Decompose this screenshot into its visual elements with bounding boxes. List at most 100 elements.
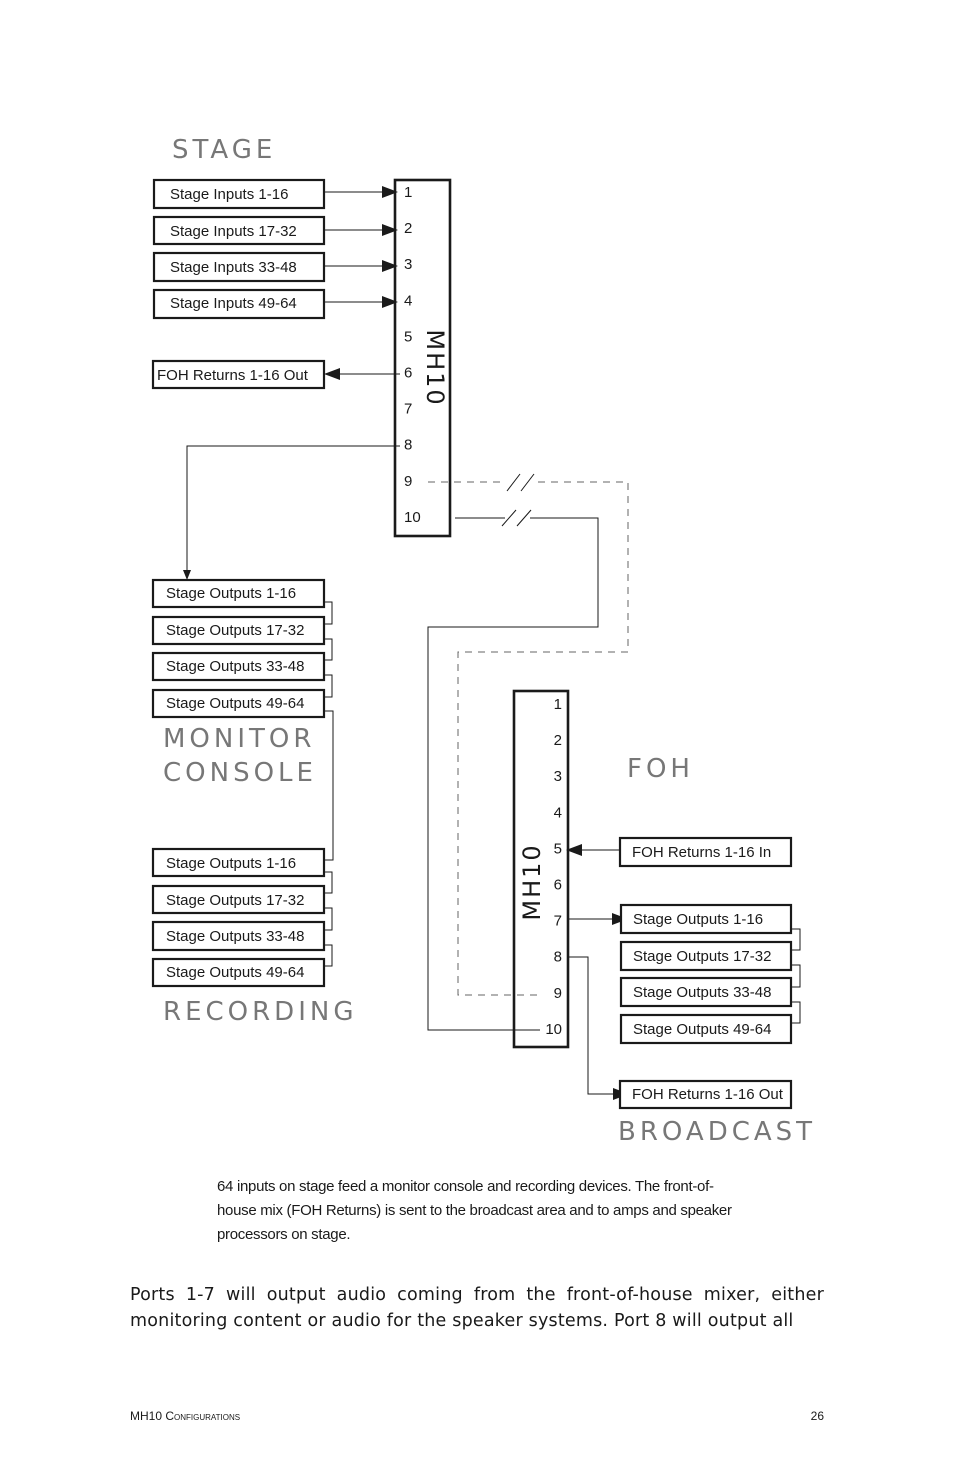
stage-input-box [152, 251, 326, 283]
recording-output-box [151, 920, 326, 952]
stage-input-label: Stage Inputs 33-48 [170, 259, 297, 276]
port-number: 5 [404, 328, 412, 345]
foh-mh10-label: MH10 [518, 843, 546, 920]
figure-caption: 64 inputs on stage feed a monitor consol… [217, 1178, 732, 1243]
wire [427, 517, 599, 1031]
section-foh-heading: FOH [627, 754, 694, 784]
arrow-head [382, 296, 398, 308]
recording-output-label: Stage Outputs 17-32 [166, 892, 304, 909]
arrow-head [324, 368, 340, 380]
foh-mh10-box [512, 689, 570, 1049]
port-number: 4 [404, 292, 412, 309]
stage-mh10-box [393, 178, 452, 538]
arrow-head [566, 844, 582, 856]
chain-bracket [791, 964, 801, 988]
foh-output-box [619, 1013, 793, 1045]
monitor-output-label: Stage Outputs 33-48 [166, 658, 304, 675]
port-number: 10 [545, 1021, 562, 1038]
foh-output-label: Stage Outputs 17-32 [633, 948, 771, 965]
port-number: 3 [554, 768, 562, 785]
stage-input-label: Stage Inputs 1-16 [170, 186, 288, 203]
section-monitor-heading-line2: CONSOLE [163, 758, 317, 788]
body-paragraph: Ports 1-7 will output audio coming from … [130, 1285, 824, 1331]
footer-title: MH10 Configurations [130, 1409, 240, 1423]
arrow-head [382, 224, 398, 236]
chain-bracket [791, 1001, 801, 1024]
foh-returns-in-box [618, 836, 793, 868]
recording-output-box [151, 957, 326, 988]
port-number: 2 [554, 732, 562, 749]
stage-input-box [152, 215, 326, 246]
foh-output-group: Stage Outputs 1-16 Stage Outputs 17-32 S… [619, 903, 793, 1045]
port-number: 7 [404, 401, 412, 418]
port-number: 3 [404, 256, 412, 273]
foh-output-label: Stage Outputs 33-48 [633, 984, 771, 1001]
monitor-output-label: Stage Outputs 1-16 [166, 585, 296, 602]
port-number: 7 [554, 913, 562, 930]
recording-output-group: Stage Outputs 1-16 Stage Outputs 17-32 S… [151, 847, 326, 988]
port-number: 2 [404, 220, 412, 237]
chain-bracket [324, 674, 333, 698]
monitor-output-label: Stage Outputs 17-32 [166, 622, 304, 639]
stage-input-label: Stage Inputs 17-32 [170, 223, 297, 240]
port-number: 6 [554, 877, 562, 894]
chain-bracket [791, 928, 801, 951]
monitor-output-group: Stage Outputs 1-16 Stage Outputs 17-32 S… [151, 578, 326, 719]
foh-output-label: Stage Outputs 49-64 [633, 1021, 771, 1038]
stage-input-group: Stage Inputs 1-16 Stage Inputs 17-32 Sta… [152, 178, 326, 320]
foh-returns-in-label: FOH Returns 1-16 In [632, 844, 771, 861]
port-number: 8 [554, 949, 562, 966]
stage-input-label: Stage Inputs 49-64 [170, 295, 297, 312]
port-number: 6 [404, 365, 412, 382]
monitor-output-box [151, 651, 326, 682]
wire [186, 445, 400, 574]
page-number: 26 [810, 1409, 824, 1423]
recording-output-label: Stage Outputs 49-64 [166, 964, 304, 981]
recording-output-label: Stage Outputs 33-48 [166, 928, 304, 945]
port-number: 10 [404, 509, 421, 526]
footer-title-smallcaps: Configurations [165, 1409, 241, 1423]
break-mark [506, 473, 521, 492]
broadcast-returns-label: FOH Returns 1-16 Out [632, 1086, 784, 1103]
recording-output-label: Stage Outputs 1-16 [166, 855, 296, 872]
chain-bracket [324, 601, 333, 625]
port-number: 9 [554, 985, 562, 1002]
section-monitor-heading-line1: MONITOR [163, 724, 315, 754]
chain-bracket [324, 638, 333, 661]
chain-bracket [324, 944, 333, 967]
break-mark [516, 509, 532, 527]
foh-output-box [619, 903, 793, 935]
wire-dashed [457, 481, 629, 996]
arrow-head [382, 186, 398, 198]
port-number: 5 [554, 840, 562, 857]
footer-title-main: MH10 [130, 1409, 166, 1423]
break-mark [520, 473, 535, 492]
stage-mh10-label: MH10 [421, 329, 449, 406]
foh-output-box [619, 940, 793, 972]
stage-input-box [152, 178, 326, 210]
port-number: 1 [554, 696, 562, 713]
wire [568, 956, 614, 1095]
arrow-head [183, 570, 191, 580]
monitor-output-label: Stage Outputs 49-64 [166, 695, 304, 712]
chain-bracket [324, 710, 334, 861]
foh-output-label: Stage Outputs 1-16 [633, 911, 763, 928]
arrow-head [382, 260, 398, 272]
recording-output-box [151, 847, 326, 878]
section-recording-heading: RECORDING [163, 997, 357, 1027]
recording-output-box [151, 884, 326, 915]
monitor-output-box [151, 615, 326, 646]
monitor-output-box [151, 578, 326, 609]
chain-bracket [324, 907, 333, 931]
stage-input-box [152, 288, 326, 320]
port-number: 8 [404, 437, 412, 454]
port-number: 9 [404, 473, 412, 490]
stage-foh-returns-box [151, 359, 326, 390]
section-stage-heading: STAGE [172, 135, 276, 165]
